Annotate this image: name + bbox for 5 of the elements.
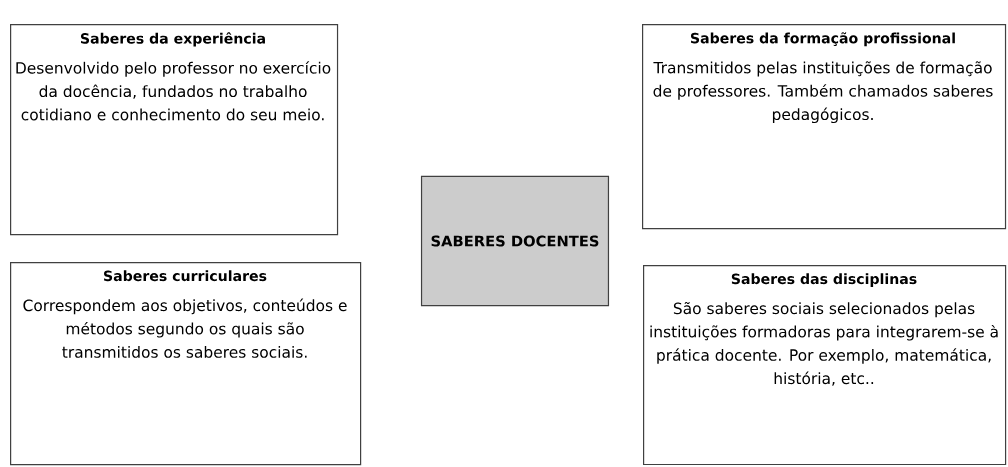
center-box: SABERES DOCENTES — [420, 175, 610, 307]
text-box: Saberes da formação profissional Transmitidos pelas instituições de formação de professores. Também chamados saberes pedagógicos. — [642, 24, 1007, 230]
text-box: Saberes curriculares Correspondem aos objetivos, conteúdos e métodos segundo os quais são transmitidos os saberes sociais. — [10, 262, 362, 466]
text-box: Saberes da experiência Desenvolvido pelo professor no exercício da docência, fundados no trabalho cotidiano e conhecimento do seu meio. — [10, 24, 339, 236]
text-box: Saberes das disciplinas São saberes sociais selecionados pelas instituições formadoras para integrarem-se à prática docente. Por exemplo, matemática, história, etc.. — [643, 265, 1007, 466]
